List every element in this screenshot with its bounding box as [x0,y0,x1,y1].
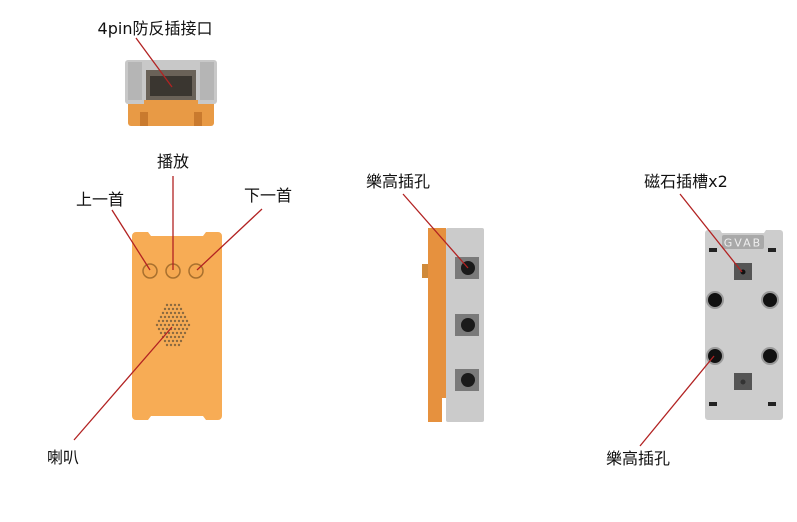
speaker-hole [159,315,163,319]
speaker-hole [163,323,167,327]
speaker-hole [175,307,179,311]
speaker-hole [179,339,183,343]
speaker-hole [173,343,177,347]
speaker-hole [177,319,181,323]
speaker-hole [165,319,169,323]
speaker-hole [175,331,179,335]
speaker-hole [173,327,177,331]
speaker-hole [167,339,171,343]
speaker-hole [175,323,179,327]
speaker-hole [177,303,181,307]
speaker-hole [167,315,171,319]
speaker-hole [173,319,177,323]
speaker-hole [183,323,187,327]
speaker-hole [159,331,163,335]
speaker-hole [181,311,185,315]
speaker-hole [185,319,189,323]
label-prev: 上一首 [75,190,125,209]
speaker-hole [175,315,179,319]
speaker-hole [163,339,167,343]
speaker-hole [183,315,187,319]
prev-button-icon [142,263,158,279]
speaker-grille-icon [155,303,191,347]
label-lego-side: 樂高插孔 [365,172,431,191]
speaker-hole [175,339,179,343]
speaker-hole [169,303,173,307]
speaker-hole [167,323,171,327]
side-view-module [422,228,484,422]
speaker-hole [179,315,183,319]
label-speaker: 喇叭 [46,448,80,467]
label-connector: 4pin防反插接口 [97,19,213,38]
leader-lines [73,37,743,447]
speaker-hole [167,307,171,311]
speaker-hole [165,303,169,307]
speaker-hole [161,311,165,315]
speaker-hole [157,319,161,323]
speaker-hole [173,335,177,339]
speaker-hole [179,307,183,311]
speaker-hole [169,343,173,347]
speaker-hole [161,319,165,323]
speaker-hole [165,327,169,331]
speaker-hole [169,319,173,323]
speaker-hole [187,323,191,327]
speaker-hole [177,335,181,339]
speaker-hole [181,335,185,339]
label-next: 下一首 [243,186,293,205]
speaker-hole [179,323,183,327]
speaker-hole [173,303,177,307]
speaker-hole [165,335,169,339]
back-view-module: GVAB [705,230,783,420]
speaker-hole [173,311,177,315]
speaker-hole [155,323,159,327]
speaker-hole [169,335,173,339]
speaker-hole [171,331,175,335]
speaker-hole [159,323,163,327]
speaker-hole [169,311,173,315]
speaker-hole [167,331,171,335]
top-view-module [125,60,217,126]
speaker-hole [171,315,175,319]
speaker-hole [183,331,187,335]
speaker-hole [177,343,181,347]
label-magnet: 磁石插槽x2 [644,172,728,191]
speaker-hole [181,327,185,331]
speaker-hole [171,339,175,343]
label-play: 播放 [156,152,190,171]
speaker-hole [163,315,167,319]
speaker-hole [177,311,181,315]
speaker-hole [163,307,167,311]
label-lego-back: 樂高插孔 [605,449,671,468]
speaker-hole [161,327,165,331]
speaker-hole [171,323,175,327]
speaker-hole [157,327,161,331]
speaker-hole [171,307,175,311]
speaker-hole [165,311,169,315]
speaker-hole [179,331,183,335]
gvab-marking: GVAB [724,237,762,250]
speaker-hole [181,319,185,323]
speaker-hole [177,327,181,331]
speaker-hole [165,343,169,347]
front-view-module [132,232,222,420]
speaker-hole [185,327,189,331]
